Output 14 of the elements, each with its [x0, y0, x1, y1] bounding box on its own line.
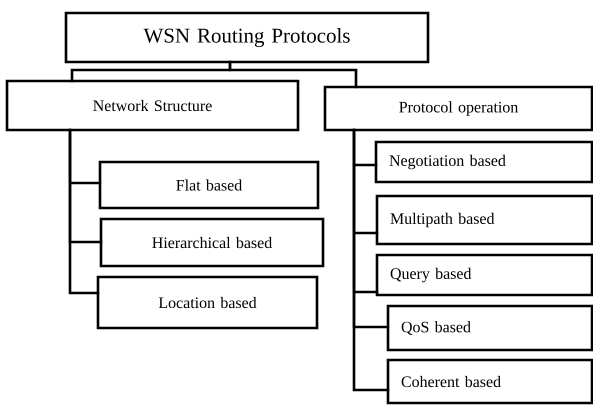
category-box: Query based — [376, 254, 593, 296]
connector-line — [228, 60, 358, 88]
connector-line — [352, 128, 390, 392]
category-box: Hierarchical based — [100, 218, 324, 268]
category-box: Network Structure — [6, 80, 300, 132]
category-box: Negotiation based — [374, 140, 593, 184]
category-box: Multipath based — [376, 194, 593, 246]
category-box: Protocol operation — [324, 86, 593, 132]
category-box: Flat based — [98, 160, 320, 210]
category-box: WSN Routing Protocols — [64, 12, 430, 64]
category-box: Coherent based — [386, 358, 593, 404]
category-box: QoS based — [386, 304, 593, 352]
category-box: Location based — [96, 276, 318, 330]
connector-line — [68, 128, 100, 294]
